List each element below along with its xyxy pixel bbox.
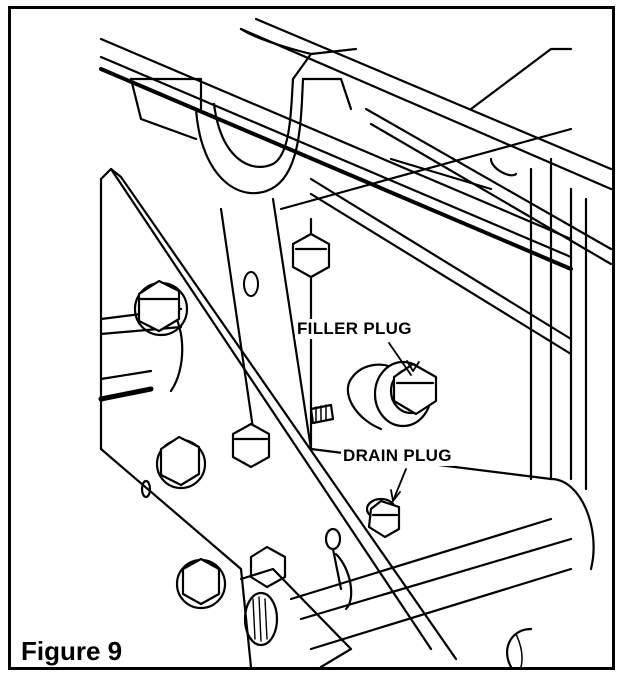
- figure-frame: FILLER PLUG DRAIN PLUG Figure 9: [8, 6, 615, 670]
- right-edge-bar: [569, 187, 588, 491]
- drain-plug-label: DRAIN PLUG: [341, 446, 454, 466]
- vertical-strap: [219, 197, 313, 451]
- cross-bars: [309, 107, 612, 356]
- drain-plug: [365, 497, 401, 539]
- bolt-lower-middle: [249, 545, 287, 589]
- leader-lines: [388, 342, 420, 502]
- filler-plug-label: FILLER PLUG: [295, 319, 414, 339]
- drain-plug-leader: [392, 468, 407, 502]
- mechanical-illustration: [98, 17, 612, 667]
- plate-hole: [140, 479, 152, 499]
- bolt-upper-left: [133, 279, 189, 337]
- plate-bolts: [133, 279, 287, 610]
- bolt-lower-left: [175, 557, 227, 610]
- cotter-pin: [324, 527, 353, 611]
- curved-bracket: [129, 27, 358, 195]
- pivot-block: [239, 567, 353, 667]
- strap-hole: [243, 271, 259, 297]
- figure-caption: Figure 9: [19, 636, 129, 667]
- filler-plug: [346, 360, 438, 431]
- bolt-middle-right: [231, 422, 271, 469]
- stud: [309, 403, 335, 425]
- upper-frame-rail: [99, 17, 612, 271]
- bolt-middle-left: [155, 435, 207, 490]
- lower-cylinder: [289, 477, 595, 667]
- strap-bolt: [291, 232, 331, 279]
- filler-plug-leader: [388, 342, 412, 376]
